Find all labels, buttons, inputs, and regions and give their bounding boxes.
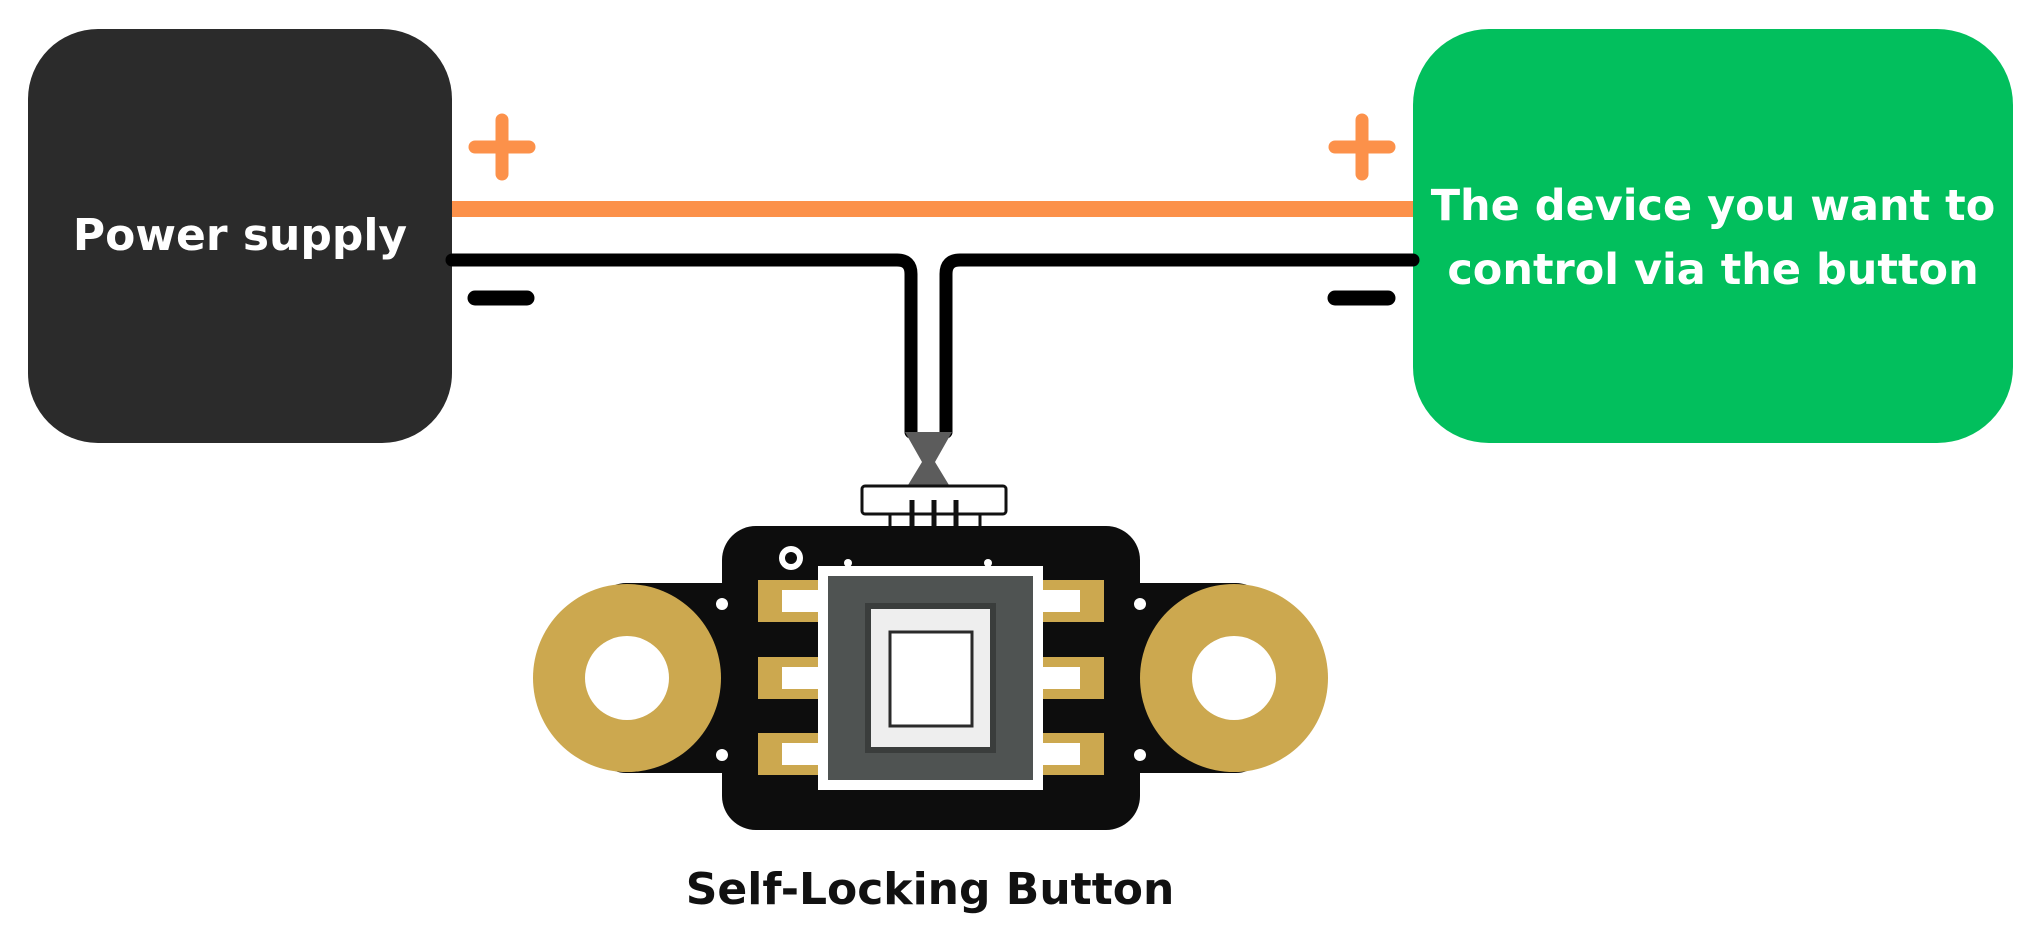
- self-locking-button-module: [533, 432, 1328, 830]
- device-box: [1413, 29, 2013, 443]
- negative-wire-device-side: [939, 253, 1420, 439]
- device-label-line-1: The device you want to: [1431, 181, 1996, 231]
- power-supply-block: Power supply: [28, 29, 452, 443]
- wire-crimp: [905, 432, 952, 490]
- negative-wire-supply-side: [445, 253, 918, 439]
- switch-cap: [888, 630, 974, 728]
- device-label-line-2: control via the button: [1447, 245, 1978, 295]
- power-supply-label: Power supply: [73, 210, 407, 261]
- negative-wire: [445, 253, 1420, 439]
- pcb-dots: [716, 546, 1146, 761]
- device-block: The device you want to control via the b…: [1413, 29, 2013, 443]
- power-supply-box: [28, 29, 452, 443]
- solder-pads-right: [1038, 580, 1104, 775]
- plus-icon-device: [1328, 113, 1396, 181]
- mounting-hole-right: [1192, 636, 1276, 720]
- connector: [860, 484, 1008, 532]
- button-caption: Self-Locking Button: [686, 864, 1175, 915]
- solder-pads-left: [758, 580, 824, 775]
- plus-icon-supply: [468, 113, 536, 181]
- mounting-hole-left: [585, 636, 669, 720]
